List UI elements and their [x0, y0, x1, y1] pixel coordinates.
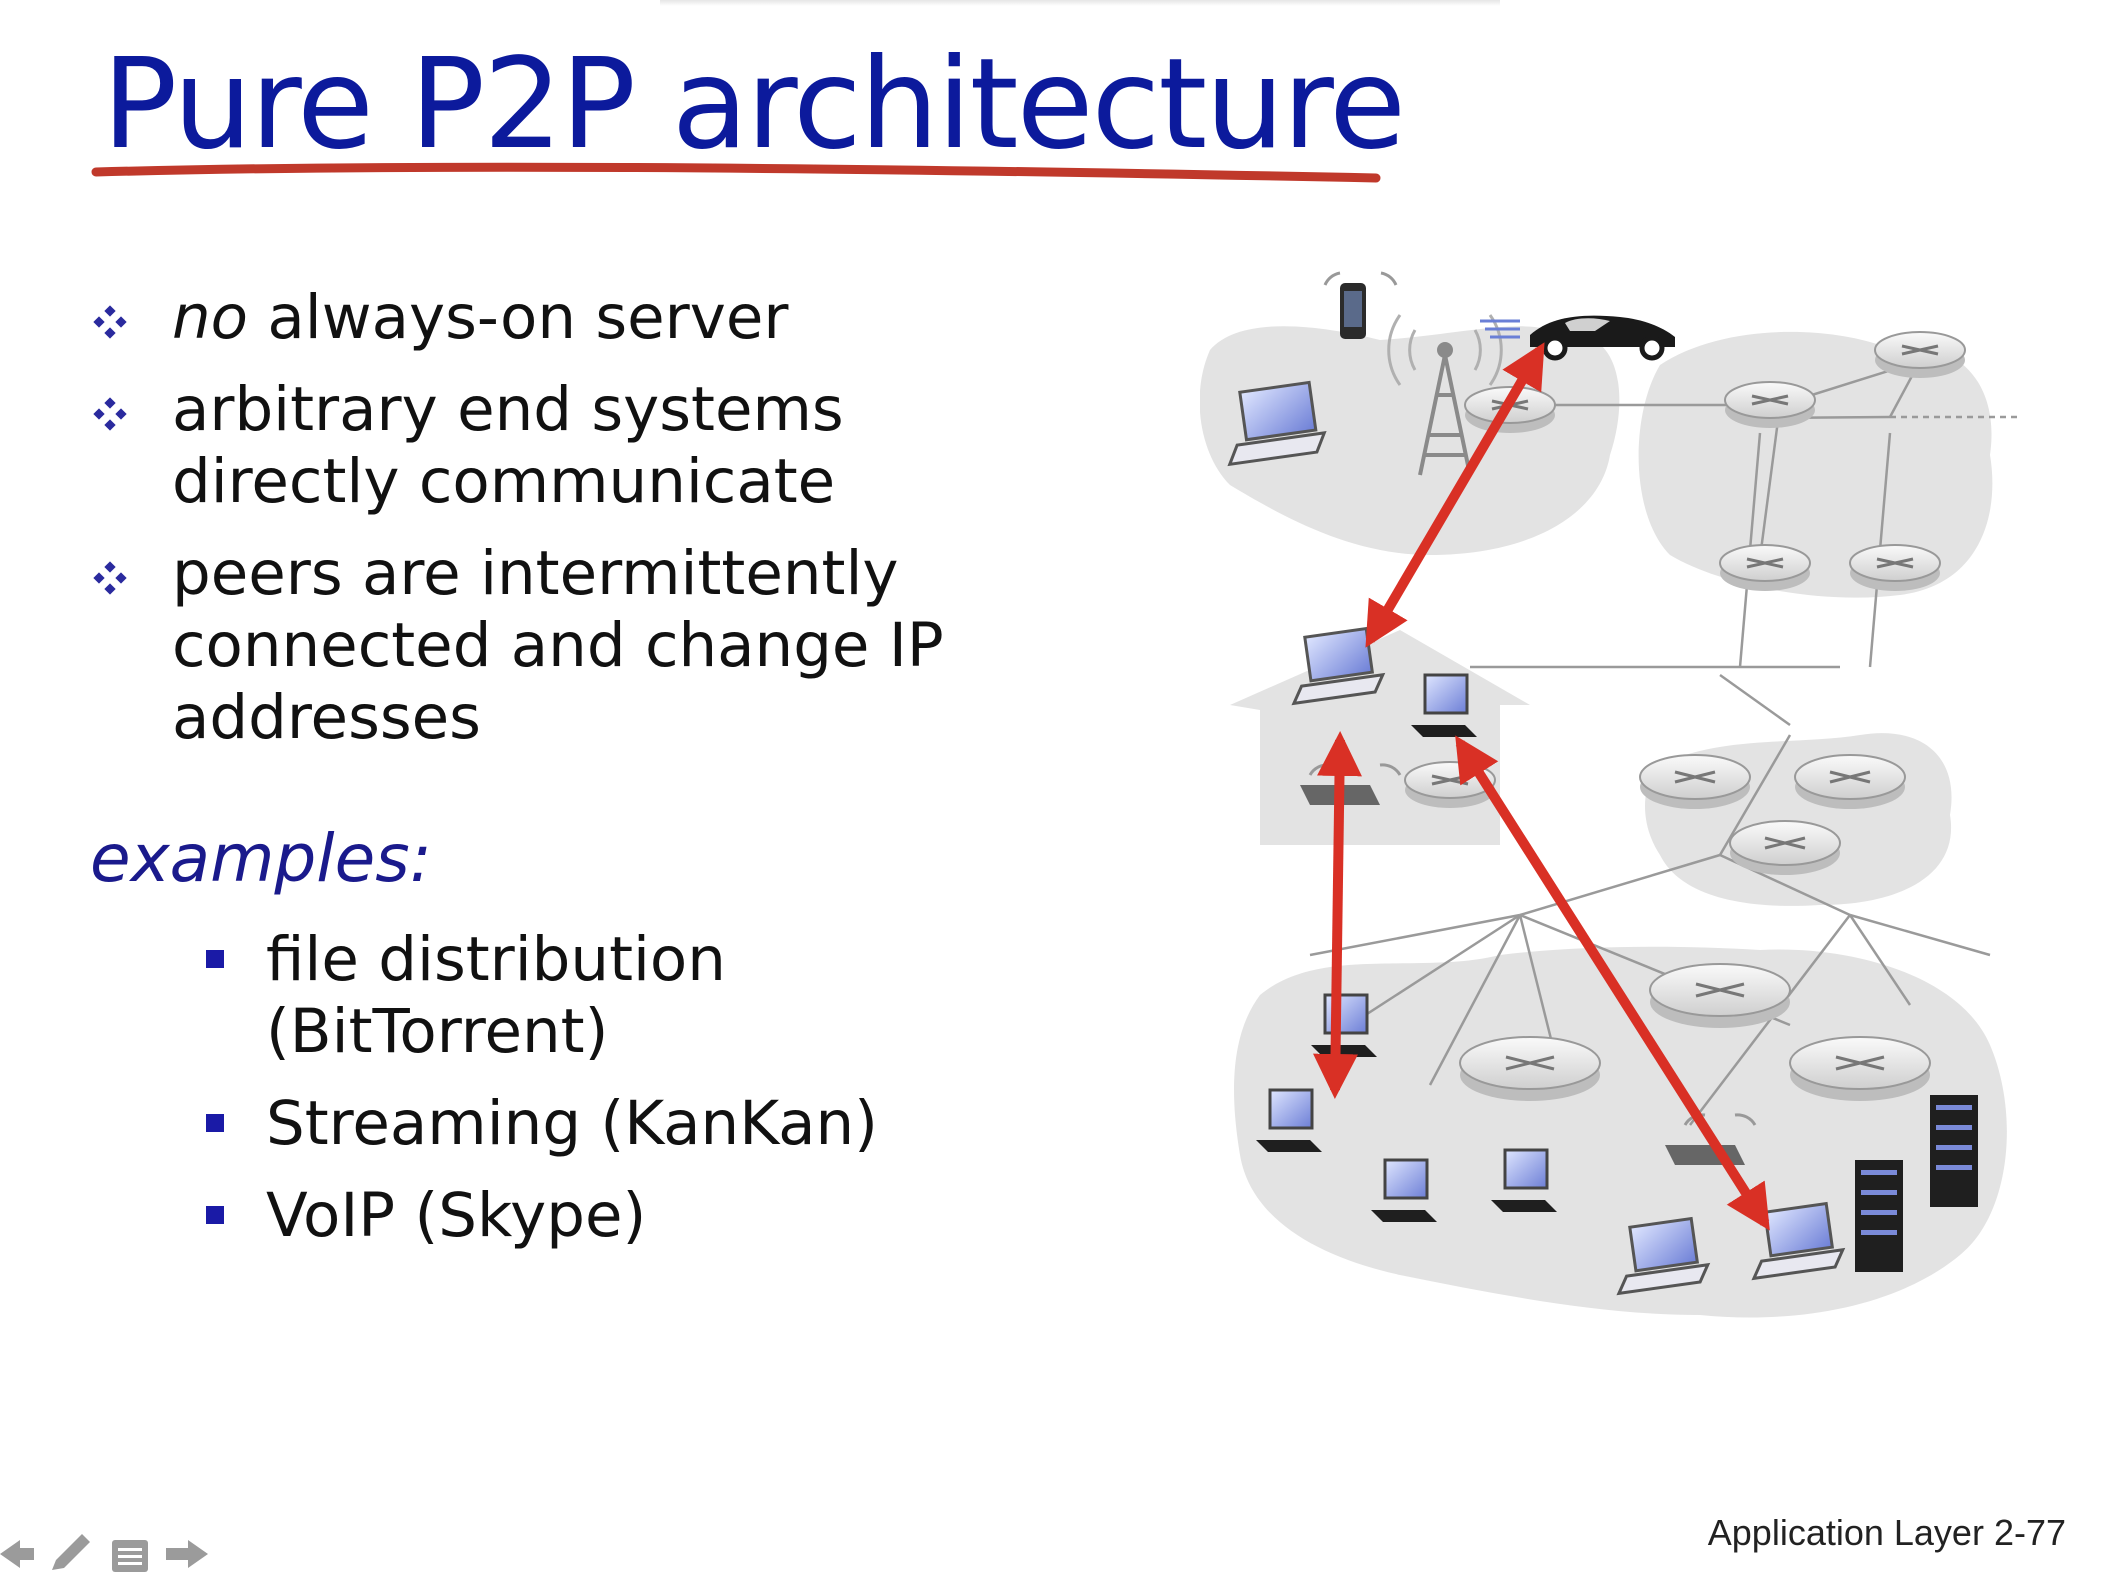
bullet-text: peers are intermittently connected and c… [172, 538, 944, 753]
smartphone-icon [1323, 271, 1398, 339]
bullet-rest: always-on server [247, 282, 789, 353]
examples-label: examples: [90, 820, 432, 897]
example-item: Streaming (KanKan) [200, 1088, 960, 1160]
p2p-arrow [1313, 731, 1362, 1099]
p2p-arrow [1455, 735, 1770, 1231]
diamond-bullet-icon [93, 305, 127, 339]
peer-desktop-icon [1256, 1088, 1322, 1152]
slide-nav-controls [0, 1534, 208, 1572]
square-bullet-icon [206, 1206, 224, 1224]
title-underline [91, 162, 1381, 183]
top-shadow [660, 0, 1500, 6]
bullet-item: arbitrary end systems directly communica… [92, 374, 992, 518]
p2p-network-diagram [1200, 271, 2020, 1318]
bullet-list: no always-on server arbitrary end system… [92, 282, 992, 774]
server-rack-icon [1930, 1095, 1978, 1207]
examples-list: file distribution (BitTorrent) Streaming… [200, 924, 960, 1272]
bullet-text: no always-on server [172, 282, 788, 353]
bullet-item: peers are intermittently connected and c… [92, 538, 992, 754]
p2p-arrow [1365, 342, 1545, 648]
example-text: VoIP (Skype) [266, 1180, 647, 1251]
square-bullet-icon [206, 950, 224, 968]
home-network [1230, 630, 1530, 845]
diamond-bullet-icon [93, 397, 127, 431]
desktop-icon [1411, 673, 1477, 737]
pen-icon[interactable] [52, 1534, 90, 1570]
bullet-text: arbitrary end systems directly communica… [172, 374, 844, 517]
bullet-emphasis: no [172, 282, 248, 353]
peer-laptop-icon [1751, 1201, 1846, 1281]
peer-laptop-icon [1291, 626, 1386, 706]
car-icon [1480, 315, 1675, 361]
example-text: file distribution (BitTorrent) [266, 924, 726, 1067]
slide-title: Pure P2P architecture [102, 32, 1406, 177]
menu-icon[interactable] [112, 1540, 148, 1572]
desktop-icon [1371, 1158, 1437, 1222]
server-rack-icon [1855, 1160, 1903, 1272]
diamond-bullet-icon [93, 561, 127, 595]
laptop-icon [1616, 1216, 1711, 1296]
bullet-item: no always-on server [92, 282, 992, 354]
laptop-icon [1227, 380, 1327, 467]
example-item: file distribution (BitTorrent) [200, 924, 960, 1068]
example-item: VoIP (Skype) [200, 1180, 960, 1252]
arrow-right-icon[interactable] [166, 1540, 208, 1568]
p2p-connection-arrows [1313, 342, 1770, 1231]
arrow-left-icon[interactable] [0, 1540, 34, 1568]
square-bullet-icon [206, 1114, 224, 1132]
example-text: Streaming (KanKan) [266, 1088, 878, 1159]
slide-footer: Application Layer 2-77 [1707, 1512, 2066, 1553]
